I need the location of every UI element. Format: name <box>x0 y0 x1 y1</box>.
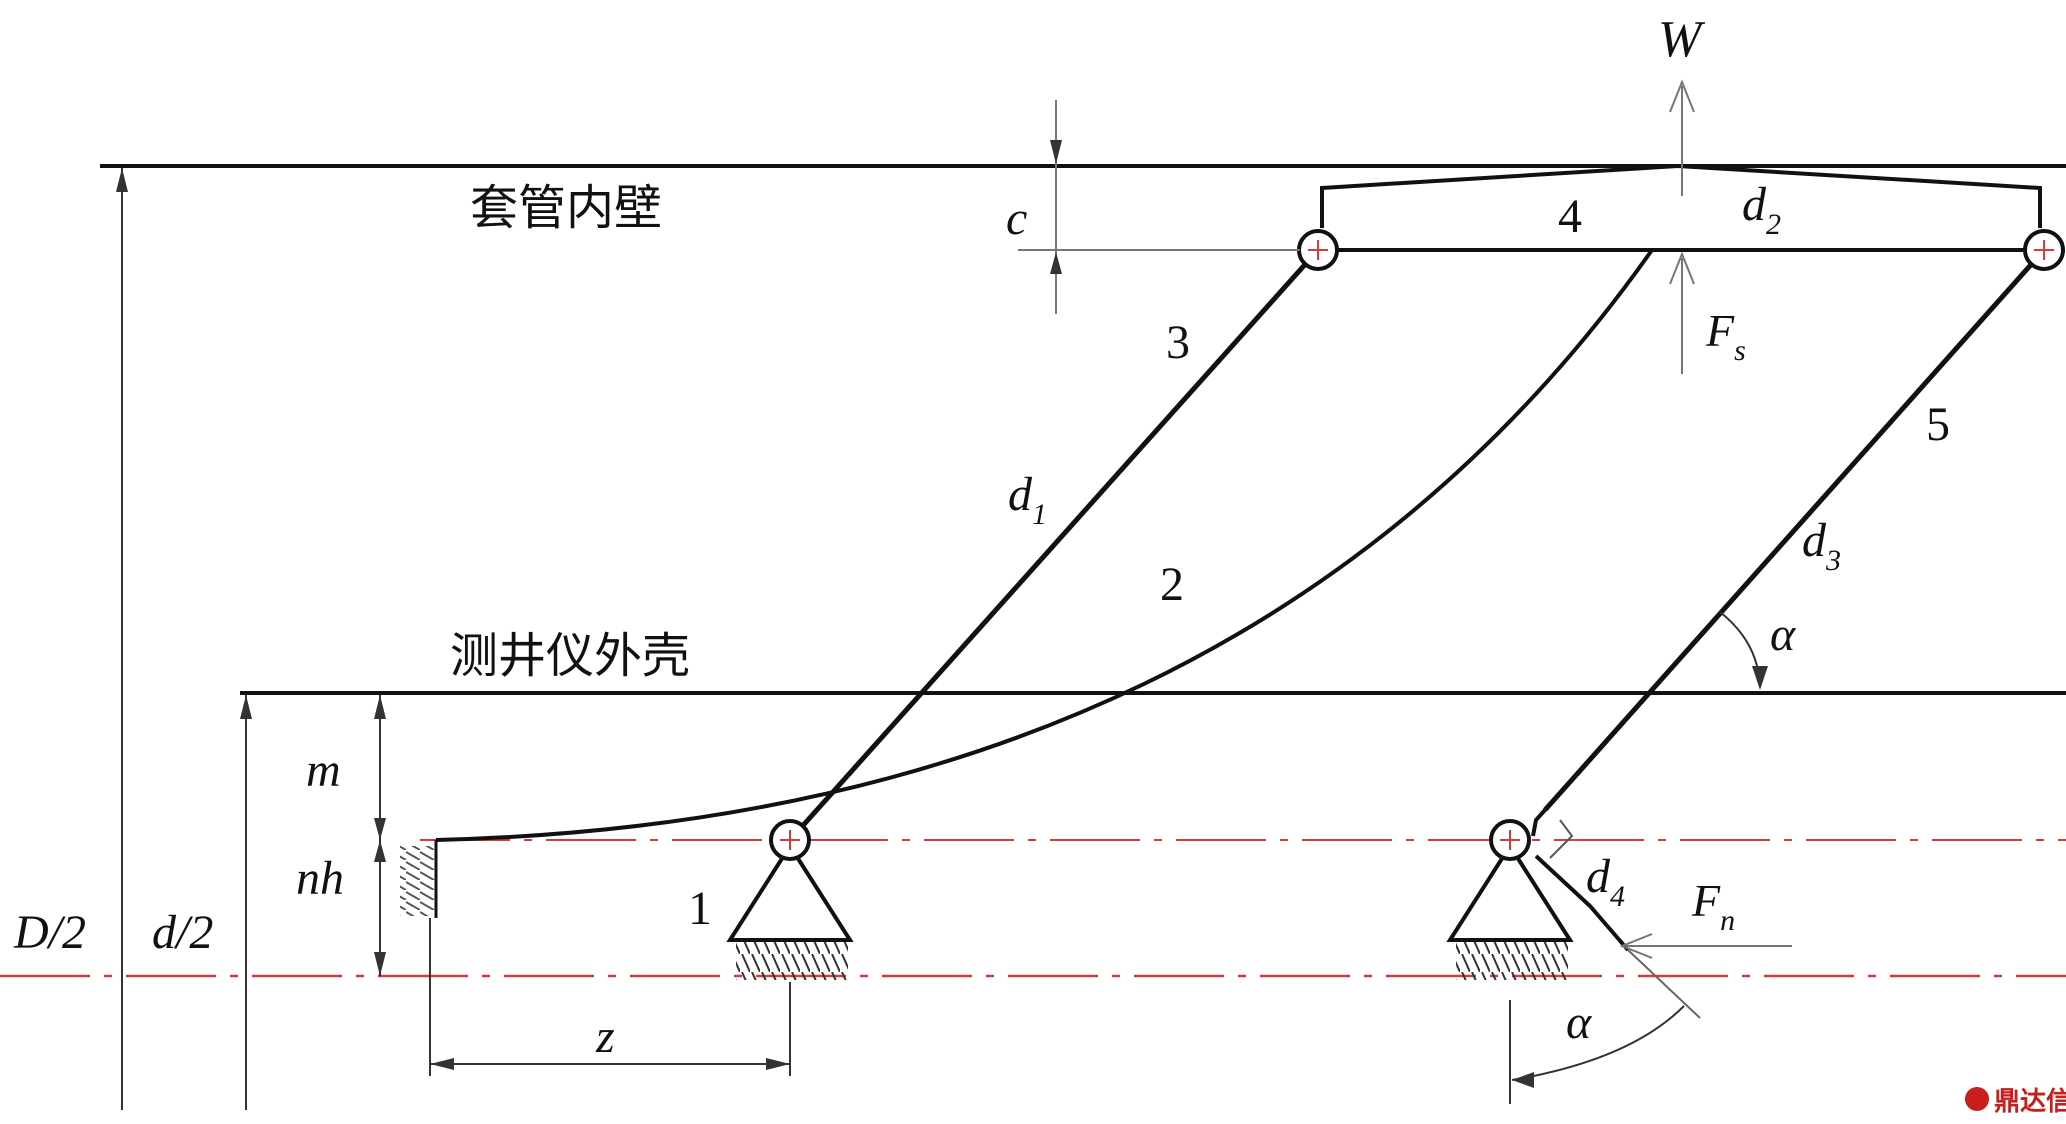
label-nh: nh <box>296 852 344 905</box>
label-d4: d4 <box>1586 850 1625 913</box>
joint-support-2 <box>1489 819 1531 861</box>
label-d1: d1 <box>1008 468 1047 531</box>
alpha-lower-arrow <box>1512 1072 1534 1088</box>
label-W: W <box>1658 11 1706 68</box>
fs-arrow-head <box>1669 251 1695 285</box>
spring-2 <box>435 248 1654 842</box>
link-5 <box>1543 248 2046 812</box>
alpha-lower-arc <box>1511 1005 1685 1081</box>
label-c: c <box>1006 192 1027 245</box>
z-arrow-right <box>766 1058 790 1070</box>
fn-arrow-head <box>1619 933 1653 959</box>
link-3 <box>788 248 1320 842</box>
label-m: m <box>306 744 341 797</box>
m-arrow-bottom <box>374 818 386 840</box>
logo-icon <box>1965 1087 1989 1111</box>
label-d2: d2 <box>1742 178 1781 241</box>
nh-arrow-top <box>374 840 386 862</box>
m-arrow-top <box>374 695 386 719</box>
joint-support-1 <box>769 819 811 861</box>
d4-lever <box>1534 854 1630 952</box>
joint-pad-left <box>1297 229 1339 271</box>
c-arrow-top <box>1050 140 1062 164</box>
d-half-arrow <box>240 695 252 719</box>
part-label-5: 5 <box>1926 398 1950 451</box>
alpha-upper-arrow <box>1752 666 1768 690</box>
part-label-1: 1 <box>688 882 712 935</box>
link-5-crank <box>1531 808 1547 837</box>
d4-lever-outer <box>1549 819 1574 859</box>
alpha-upper-arc <box>1719 611 1761 687</box>
support-1-hatch <box>736 942 848 980</box>
label-z: z <box>595 1010 615 1063</box>
label-Fs: Fs <box>1705 305 1746 367</box>
nh-arrow-bottom <box>374 952 386 976</box>
z-arrow-left <box>430 1058 454 1070</box>
label-Fn: Fn <box>1691 875 1735 937</box>
part-label-2: 2 <box>1160 558 1184 611</box>
label-alpha-lower: α <box>1566 996 1592 1049</box>
tool-shell-label: 测井仪外壳 <box>450 628 690 684</box>
D-half-arrow <box>116 168 128 192</box>
spring-end-hatch <box>400 846 434 916</box>
label-alpha-upper: α <box>1770 608 1796 661</box>
support-2-hatch <box>1456 942 1568 980</box>
label-D-half: D/2 <box>13 906 86 959</box>
watermark: 鼎达信 <box>1965 1087 2066 1117</box>
joint-pad-right <box>2023 229 2065 271</box>
label-d-half: d/2 <box>152 906 213 959</box>
part-label-3: 3 <box>1166 316 1190 369</box>
d4-alpha-ref <box>1627 949 1701 1019</box>
pad-4-arc <box>1320 163 2042 228</box>
watermark-text: 鼎达信 <box>1994 1087 2066 1117</box>
label-d3: d3 <box>1802 514 1841 577</box>
casing-wall-label: 套管内壁 <box>470 180 662 236</box>
w-arrow-head <box>1669 79 1695 113</box>
c-arrow-bottom <box>1050 252 1062 274</box>
part-label-4: 4 <box>1558 190 1582 243</box>
